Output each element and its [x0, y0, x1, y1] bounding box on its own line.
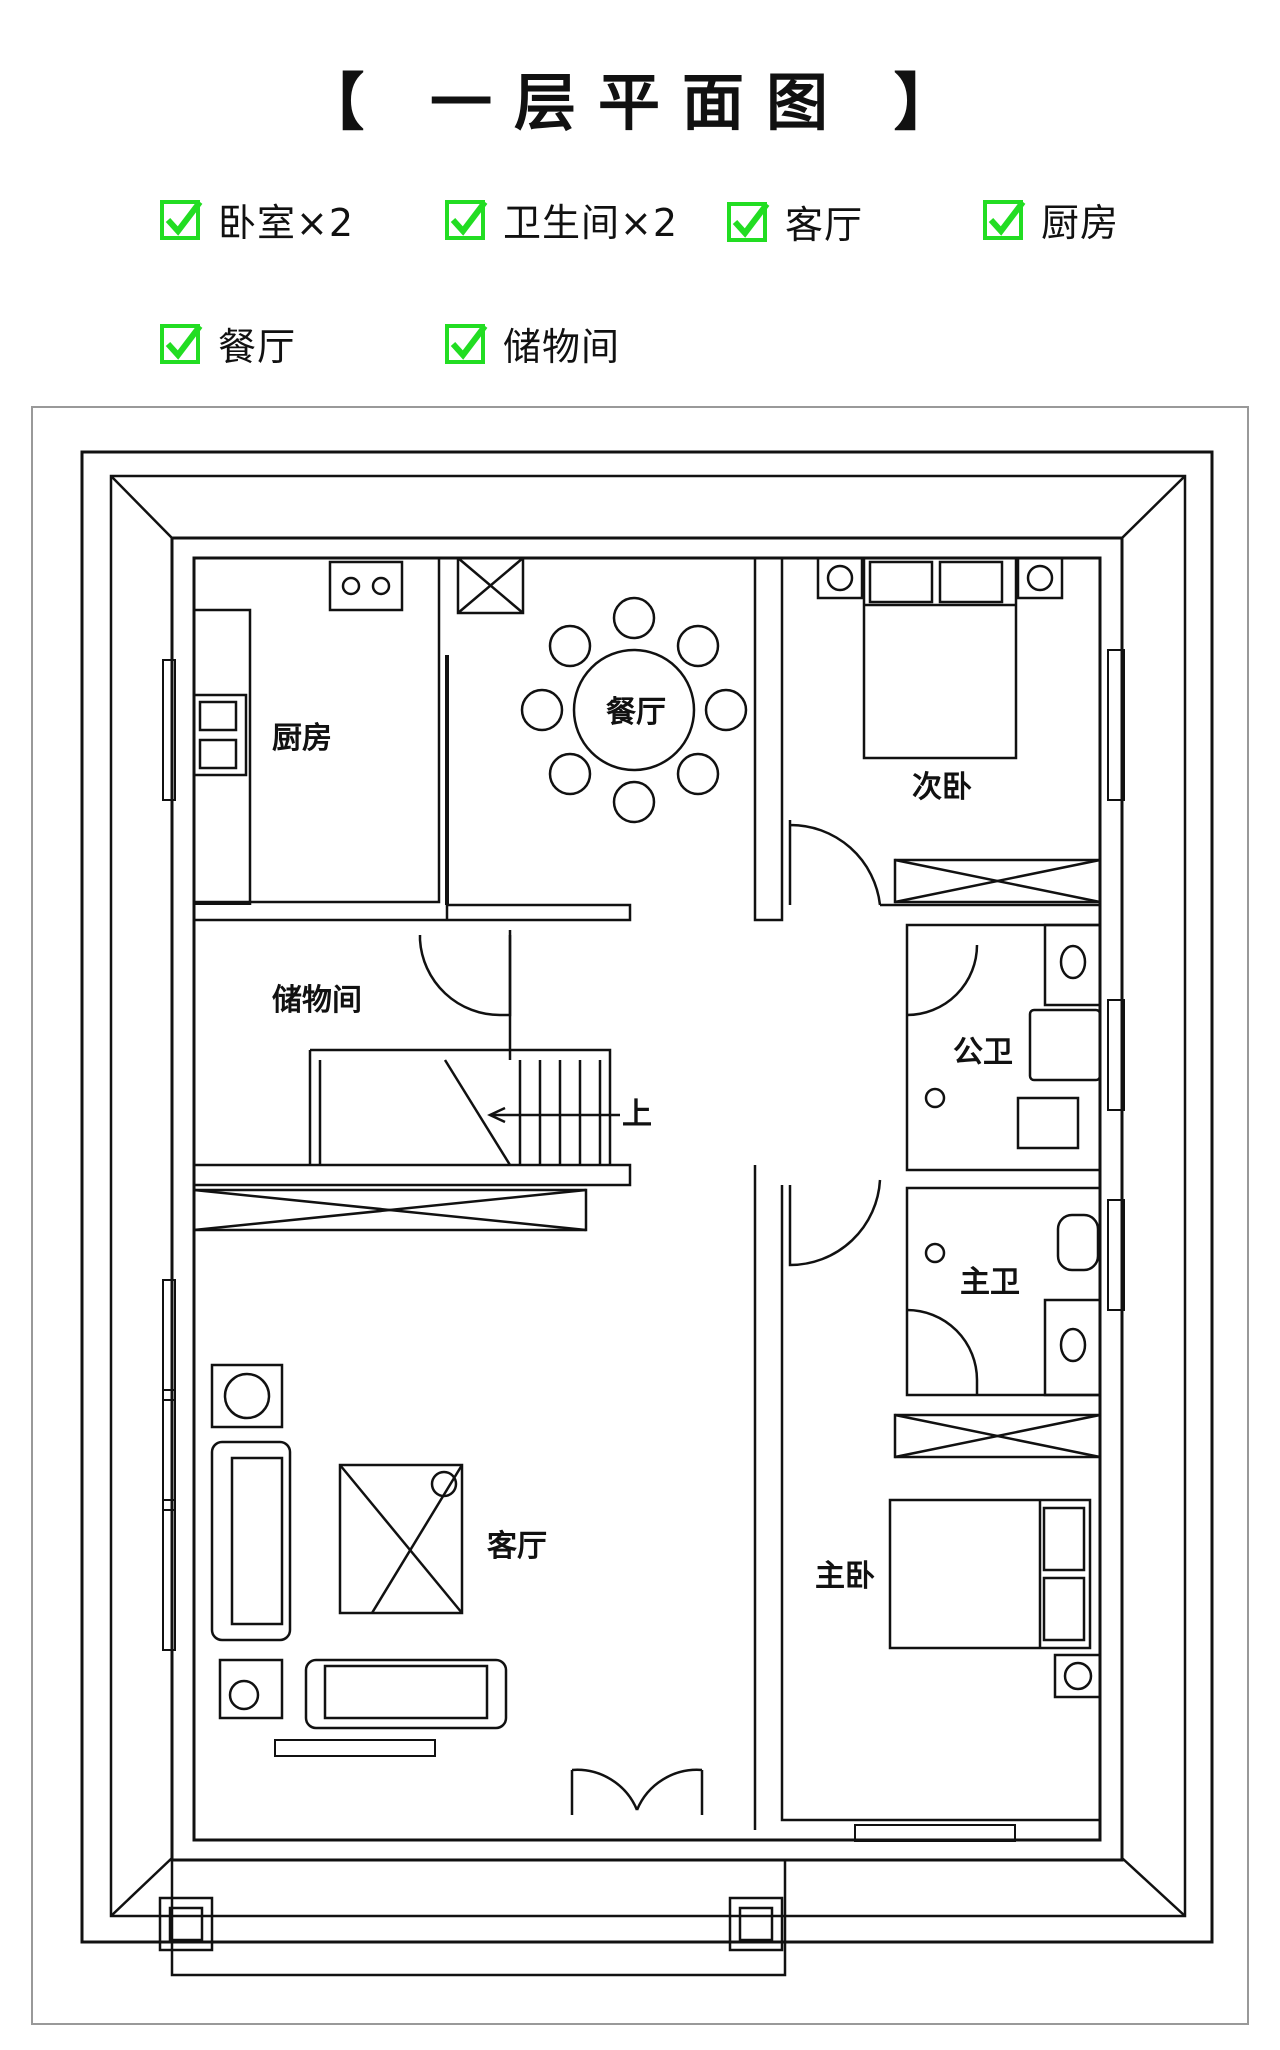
check-icon — [160, 199, 203, 240]
feature-label: 卧室×2 — [218, 201, 355, 245]
feature-label: 储物间 — [503, 325, 621, 369]
label-living: 客厅 — [487, 1529, 547, 1564]
living-room — [192, 1188, 704, 1815]
label-second-bedroom: 次卧 — [912, 770, 972, 805]
feature-label: 客厅 — [785, 203, 864, 247]
label-kitchen: 厨房 — [272, 721, 332, 756]
feature-storage: 储物间 — [445, 316, 620, 371]
feature-living: 客厅 — [727, 194, 863, 249]
label-stair-up: 上 — [622, 1097, 652, 1132]
check-icon — [445, 199, 488, 240]
storage-room — [194, 903, 632, 1187]
feature-bathrooms: 卫生间×2 — [445, 192, 678, 247]
stairs — [308, 1048, 620, 1166]
master-bedroom — [888, 1498, 1102, 1699]
second-bedroom — [782, 556, 1102, 907]
hall-doors — [753, 1165, 1100, 1830]
feature-kitchen: 厨房 — [983, 192, 1119, 247]
check-icon — [983, 199, 1026, 240]
label-dining: 餐厅 — [606, 695, 666, 730]
windows — [162, 649, 1125, 1842]
check-icon — [160, 323, 203, 364]
plan-frame — [31, 406, 1249, 2025]
feature-label: 卫生间×2 — [503, 201, 679, 245]
dining — [445, 556, 784, 922]
master-bath — [893, 1186, 1102, 1459]
label-public-bath: 公卫 — [953, 1035, 1013, 1070]
porch — [158, 1860, 787, 1977]
public-bath — [905, 923, 1102, 1172]
roof-outline — [80, 450, 1214, 1944]
label-storage: 储物间 — [272, 983, 362, 1018]
feature-dining: 餐厅 — [160, 316, 296, 371]
room-labels: 厨房 餐厅 次卧 储物间 上 公卫 主卫 客厅 主卧 — [272, 695, 1020, 1594]
label-master-bedroom: 主卧 — [815, 1559, 875, 1594]
feature-label: 厨房 — [1041, 201, 1120, 245]
kitchen — [192, 556, 441, 905]
label-master-bath: 主卫 — [960, 1265, 1020, 1300]
check-icon — [445, 323, 488, 364]
page-title: 【 一层平面图 】 — [302, 66, 978, 139]
feature-bedrooms: 卧室×2 — [160, 192, 354, 247]
feature-label: 餐厅 — [218, 325, 297, 369]
check-icon — [727, 201, 770, 242]
